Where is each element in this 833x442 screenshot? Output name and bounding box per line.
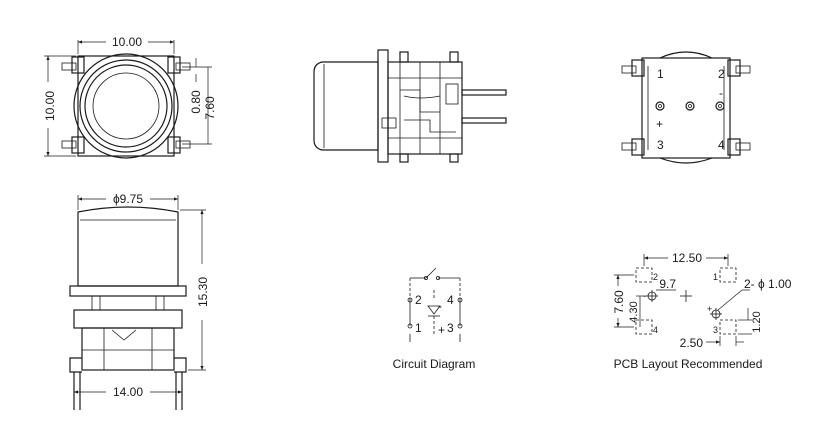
circuit-pin-1: 1: [415, 321, 422, 335]
top-height-dimension: 10.00: [43, 91, 57, 121]
circuit-minus-mark: -: [438, 299, 442, 313]
side-view: [313, 49, 507, 163]
pcb-pad-dimension: 1.20: [751, 311, 763, 332]
pcb-pin-3: 3: [713, 325, 718, 335]
front-diameter-dimension: ϕ9.75: [113, 192, 143, 206]
top-width-dimension: 10.00: [112, 35, 142, 49]
pcb-pin-2: 2: [653, 272, 658, 282]
pcb-plus-mark: +: [707, 304, 712, 314]
pcb-width-dimension: 12.50: [672, 251, 702, 265]
pcb-hole-dimension: 2- ϕ 1.00: [744, 277, 792, 291]
front-height-dimension: 15.30: [196, 277, 210, 307]
circuit-pin-3: 3: [447, 321, 454, 335]
pcb-inner-dimension: 9.7: [659, 277, 676, 291]
pin-view-plus-mark: +: [656, 117, 663, 131]
front-width-dimension: 14.00: [113, 385, 143, 399]
pcb-pin-1: 1: [713, 272, 718, 282]
pin-view-minus-mark: -: [719, 86, 723, 100]
pcb-led-dimension: 4.30: [628, 301, 640, 322]
pcb-pin-4: 4: [653, 325, 658, 335]
top-pitch-dimension: 7.60: [203, 96, 217, 120]
pin-view-label-2: 2: [718, 67, 725, 81]
circuit-plus-mark: +: [438, 323, 445, 337]
front-view: ϕ9.75 15.30 14.00: [69, 192, 210, 410]
circuit-pin-4: 4: [447, 293, 454, 307]
top-view: 10.00 10.00 0.80 7.60: [43, 35, 217, 159]
pin-view: 1 2 3 4 + -: [621, 51, 751, 164]
top-offset-dimension: 0.80: [189, 90, 203, 114]
pcb-layout: 2 1 4 3 - + 12.50 9.7 2- ϕ 1.00 7.60 4.3…: [612, 251, 792, 371]
circuit-pin-2: 2: [415, 293, 422, 307]
pcb-height-dimension: 7.60: [612, 290, 626, 314]
pcb-layout-caption: PCB Layout Recommended: [614, 357, 763, 371]
circuit-diagram-caption: Circuit Diagram: [393, 357, 476, 371]
pcb-pad-width-dimension: 2.50: [680, 336, 704, 350]
circuit-diagram: 2 4 1 3 + - Circuit Diagram: [393, 267, 476, 371]
pin-view-label-1: 1: [657, 67, 664, 81]
pin-view-label-3: 3: [657, 138, 664, 152]
pin-view-label-4: 4: [718, 138, 725, 152]
